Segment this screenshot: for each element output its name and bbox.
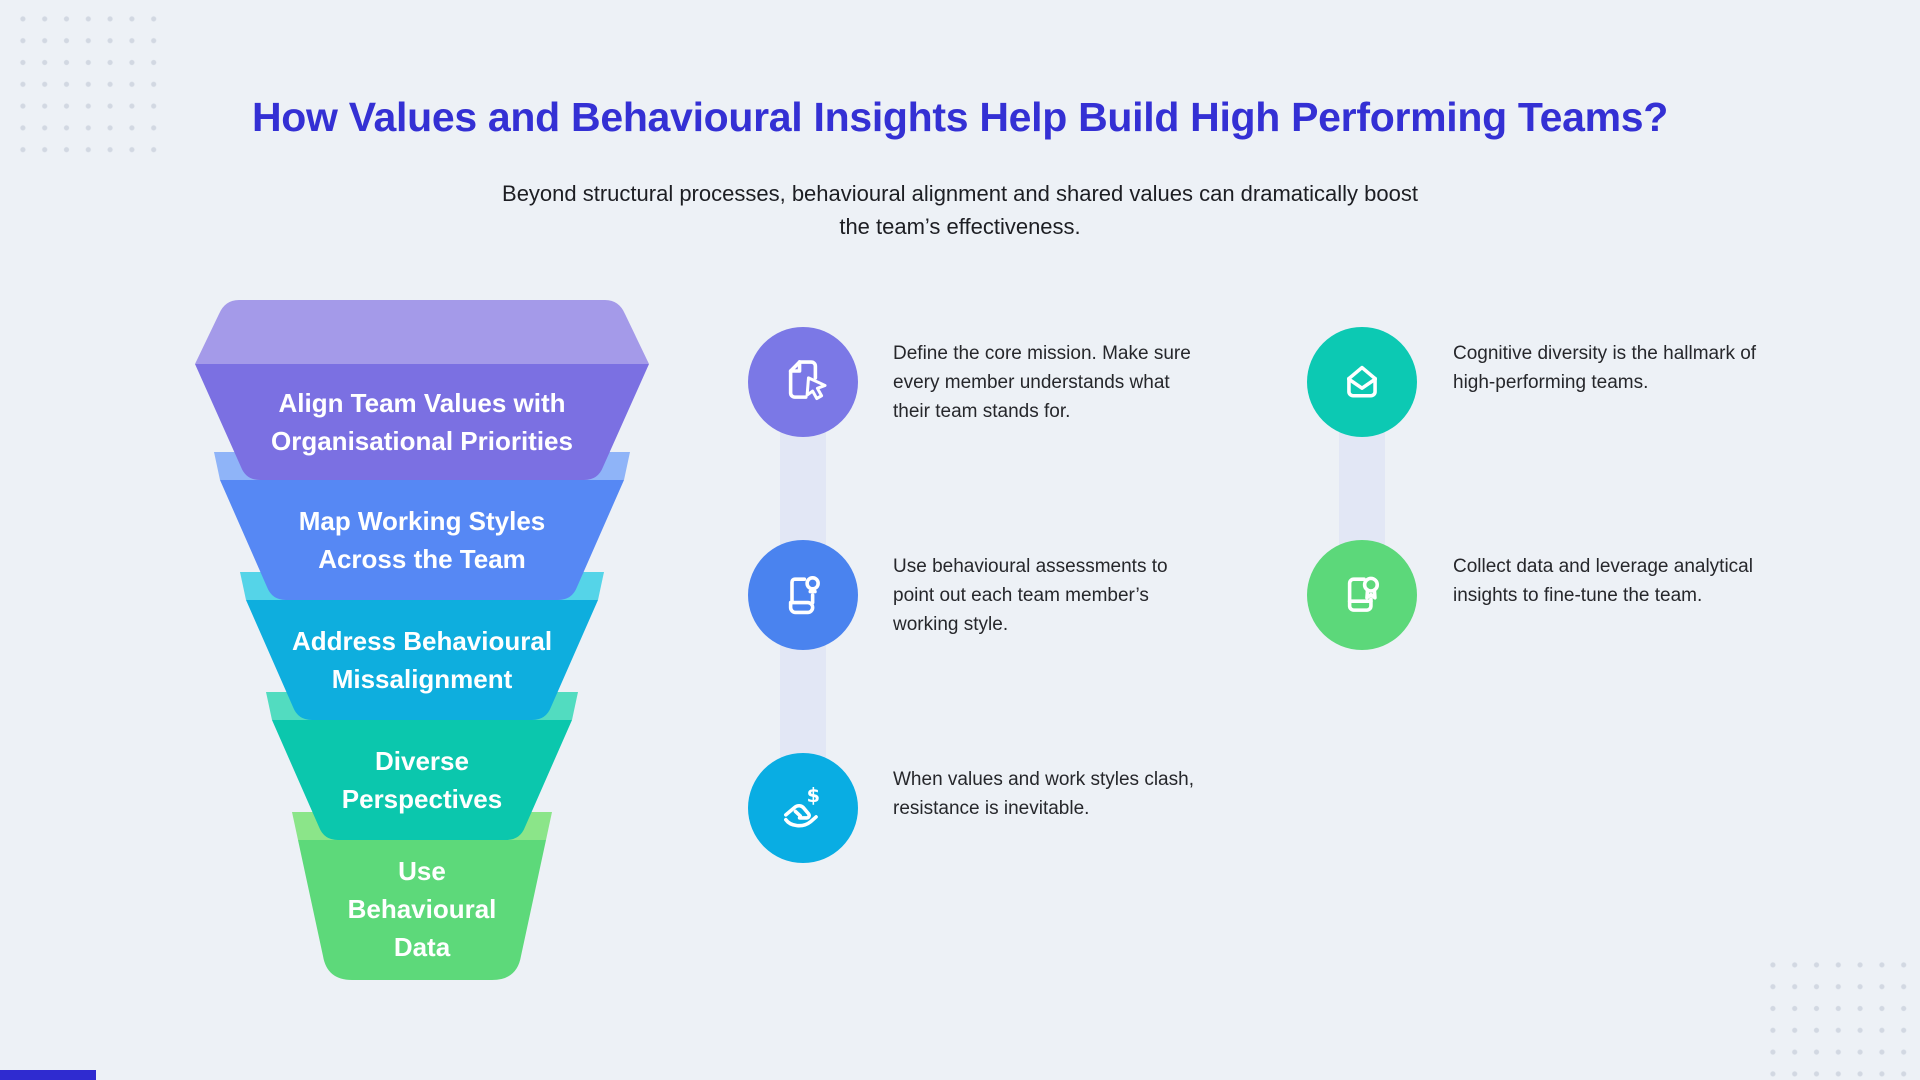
funnel-diagram [195, 300, 649, 980]
callout-text-cognitive-diversity: Cognitive diversity is the hallmark of h… [1453, 343, 1757, 393]
scroll-lightbulb-icon [788, 576, 820, 615]
document-cursor-icon [788, 360, 827, 401]
callout-text-define-mission: Define the core mission. Make sure every… [893, 343, 1191, 422]
funnel-face-1 [195, 364, 649, 480]
book-award-icon [1347, 576, 1380, 612]
funnel-face-5 [298, 840, 546, 980]
callout-text-behavioural-assessments: Use behavioural assessments to point out… [893, 556, 1168, 635]
funnel-level-2-label: Map Working Styles Across the Team [298, 506, 546, 574]
svg-text:$: $ [807, 784, 820, 807]
dot-pattern-top-left [6, 2, 166, 164]
corner-accent-bar [0, 1070, 96, 1080]
funnel-level-3-label: Address Behavioural Missalignment [291, 626, 553, 694]
page-subtitle: Beyond structural processes, behavioural… [502, 181, 1418, 239]
open-envelope-icon [1347, 365, 1377, 398]
funnel-face-4 [272, 720, 572, 840]
callout-text-collect-data: Collect data and leverage analytical ins… [1453, 556, 1753, 606]
page-title: How Values and Behavioural Insights Help… [251, 94, 1669, 140]
hand-dollar-icon: $ [784, 784, 820, 828]
callout-circle-values-clash: $ [748, 753, 858, 863]
dot-pattern-bottom-right [1756, 948, 1916, 1080]
funnel-level-1-label: Align Team Values with Organisational Pr… [271, 388, 573, 456]
funnel-face-3 [246, 600, 598, 720]
funnel-level-4-label: Diverse Perspectives [341, 746, 503, 814]
callout-text-values-clash: When values and work styles clash, resis… [893, 769, 1194, 819]
funnel-face-2 [220, 480, 624, 600]
callout-circle-cognitive-diversity [1307, 327, 1417, 437]
callout-circle-behavioural-assessments [748, 540, 858, 650]
funnel-level-5-label: Use Behavioural Data [347, 856, 497, 962]
callout-circle-collect-data [1307, 540, 1417, 650]
callout-circle-define-mission [748, 327, 858, 437]
funnel-lip-1 [195, 300, 649, 364]
